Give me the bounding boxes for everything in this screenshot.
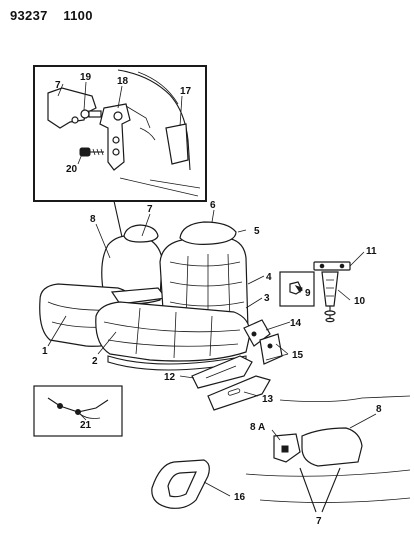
part-9-clip [279, 271, 315, 307]
part-10-buckle [321, 271, 339, 323]
callout-10: 10 [354, 296, 366, 307]
callout-5: 5 [254, 226, 260, 237]
callout-6: 6 [210, 200, 216, 211]
callout-11: 11 [366, 246, 377, 257]
inset-bracket [47, 87, 97, 129]
inset-detail [33, 65, 207, 202]
inset-screw [79, 147, 104, 157]
callout-7-seat: 7 [147, 204, 153, 215]
part-16-handle [151, 459, 210, 509]
armrest-detail [245, 395, 411, 513]
inset-frame [33, 65, 207, 202]
callout-8-armrest: 8 [376, 404, 382, 415]
callout-17: 17 [180, 86, 192, 97]
part-11-bracket [313, 261, 351, 271]
callout-8-seat: 8 [90, 214, 96, 225]
callout-19: 19 [80, 72, 92, 83]
part-12-shield [191, 355, 253, 389]
callout-1: 1 [42, 346, 48, 357]
callout-16: 16 [234, 492, 246, 503]
callout-20: 20 [66, 164, 78, 175]
callout-4: 4 [266, 272, 272, 283]
callout-21: 21 [80, 420, 92, 431]
callout-7-inset: 7 [55, 80, 61, 91]
callout-12: 12 [164, 372, 176, 383]
callout-15: 15 [292, 350, 304, 361]
left-headrest [123, 224, 159, 243]
callout-2: 2 [92, 356, 98, 367]
callout-7-bottom: 7 [316, 516, 322, 527]
diagram-code-left: 93237 [10, 8, 48, 23]
part-14-trim [243, 319, 283, 365]
inset-bolt [71, 109, 102, 124]
right-headrest [179, 221, 237, 245]
callout-14: 14 [290, 318, 302, 329]
part-21-detail [33, 385, 123, 437]
leader-lines [47, 81, 377, 497]
diagram-code: 93237 1100 [10, 8, 93, 23]
part-13-shield [207, 375, 271, 411]
callout-3: 3 [264, 293, 270, 304]
diagram-code-right: 1100 [63, 8, 93, 23]
callout-8a: 8 A [250, 422, 265, 433]
callout-18: 18 [117, 76, 129, 87]
callout-9: 9 [305, 288, 311, 299]
inset-cover [165, 123, 189, 165]
seat-assembly [39, 221, 251, 371]
callout-13: 13 [262, 394, 274, 405]
right-cushion-pattern [103, 307, 241, 359]
